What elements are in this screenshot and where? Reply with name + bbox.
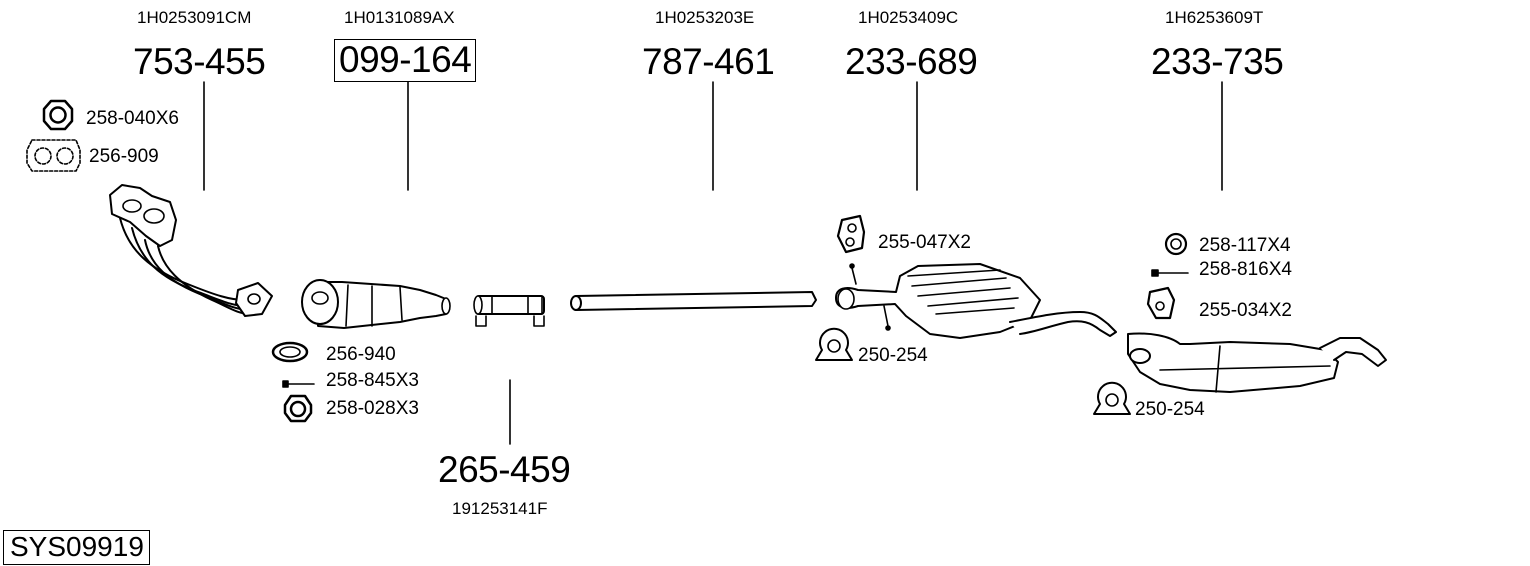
accessory-nut-front[interactable]: 258-040X6	[86, 108, 179, 129]
clamp-icon	[816, 329, 852, 360]
oem-code-intermediate-pipe: 1H0253203E	[655, 8, 755, 27]
part-number-front-pipe[interactable]: 753-455	[133, 41, 266, 82]
o-ring-icon	[1166, 234, 1186, 254]
part-number-middle-silencer[interactable]: 233-689	[845, 41, 978, 82]
clamp-icon-rear	[1094, 383, 1130, 414]
oem-code-front-pipe: 1H0253091CM	[137, 8, 252, 27]
front-pipe-shape	[110, 185, 272, 316]
ring-gasket-icon	[273, 343, 307, 361]
catalytic-converter-shape	[302, 280, 450, 328]
connector-sleeve-shape	[474, 296, 544, 326]
accessory-bolt[interactable]: 258-845X3	[326, 370, 419, 391]
accessory-bracket-rear[interactable]: 255-034X2	[1199, 300, 1292, 321]
accessory-nut[interactable]: 258-028X3	[326, 398, 419, 419]
accessory-gasket-front[interactable]: 256-909	[89, 146, 159, 167]
part-number-connector[interactable]: 265-459	[438, 449, 571, 490]
part-number-rear-silencer[interactable]: 233-735	[1151, 41, 1284, 82]
rear-silencer-shape	[1128, 333, 1386, 392]
accessory-ring-gasket[interactable]: 256-940	[326, 344, 396, 365]
part-number-intermediate-pipe[interactable]: 787-461	[642, 41, 775, 82]
oem-code-rear-silencer: 1H6253609T	[1165, 8, 1264, 27]
accessory-bolt-rear[interactable]: 258-816X4	[1199, 259, 1292, 280]
accessory-ring-rear[interactable]: 258-117X4	[1199, 235, 1291, 256]
oem-code-middle-silencer: 1H0253409C	[858, 8, 959, 27]
oem-code-catalytic-converter: 1H0131089AX	[344, 8, 455, 27]
accessory-rubber-mount[interactable]: 255-047X2	[878, 232, 971, 253]
bracket-icon	[1148, 288, 1174, 318]
hex-nut-icon	[44, 101, 72, 129]
part-number-catalytic-converter[interactable]: 099-164	[334, 39, 477, 82]
middle-silencer-shape	[836, 264, 1116, 338]
small-bolt-icon	[283, 381, 314, 387]
bolt-icon	[1152, 270, 1188, 276]
hex-nut-icon-lower	[285, 396, 311, 421]
accessory-clamp-rear[interactable]: 250-254	[1135, 399, 1205, 420]
flange-gasket-icon	[27, 140, 80, 171]
rubber-mount-icon	[838, 216, 864, 252]
accessory-clamp-middle[interactable]: 250-254	[858, 345, 928, 366]
system-code: SYS09919	[3, 530, 150, 565]
oem-code-connector: 191253141F	[452, 499, 548, 518]
intermediate-pipe-shape	[571, 292, 816, 310]
